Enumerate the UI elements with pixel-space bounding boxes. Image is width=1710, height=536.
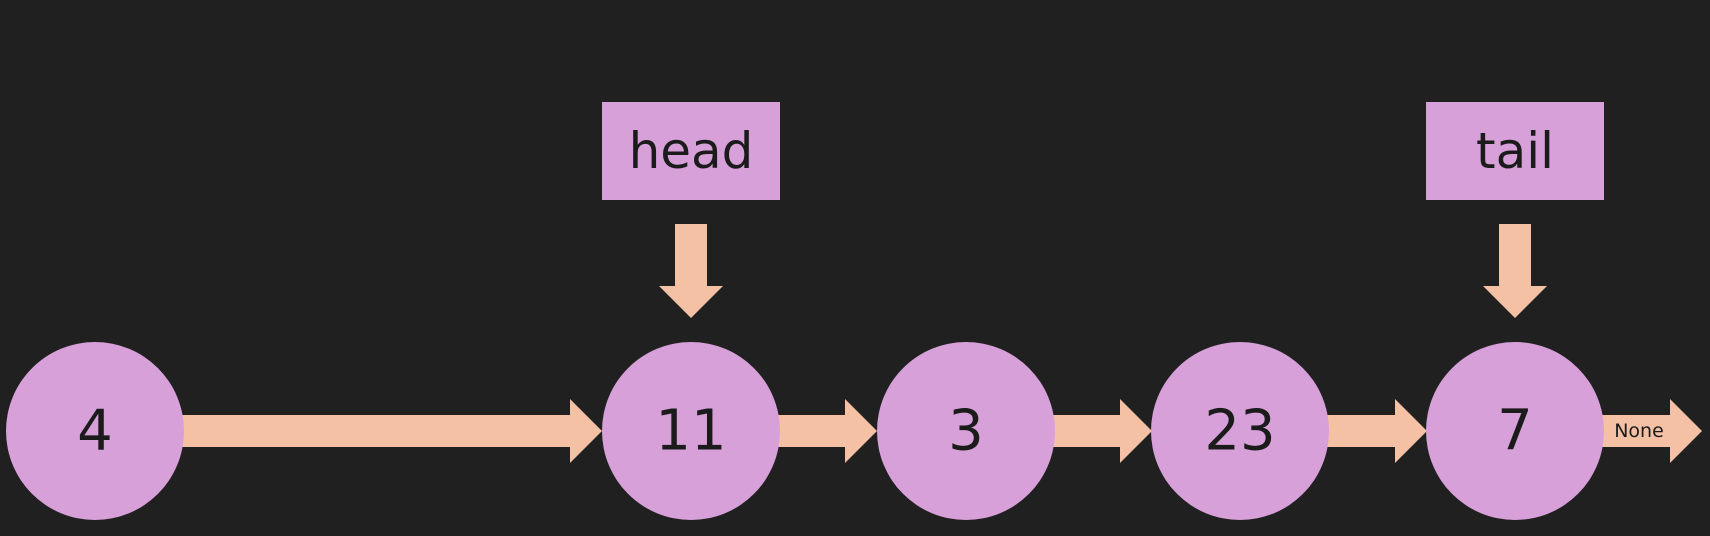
node-23: 23 [1151,342,1329,520]
head-pointer: head [602,102,780,200]
link-arrow-3-to-23 [1050,399,1152,463]
node-circle [877,342,1055,520]
none-arrow [1600,399,1702,463]
node-value: 11 [655,399,726,464]
node-circle [602,342,780,520]
node-11: 11 [602,342,780,520]
node-value: 4 [77,399,113,464]
link-arrow-23-to-7 [1325,399,1427,463]
tail-pointer: tail [1426,102,1604,200]
node-4: 4 [6,342,184,520]
node-7: 7 [1426,342,1604,520]
node-value: 3 [948,399,984,464]
tail-label: tail [1476,122,1554,180]
tail-pointer-arrow [1483,224,1547,318]
node-value: 7 [1497,399,1533,464]
link-arrow-11-to-3 [775,399,877,463]
head-pointer-arrow [659,224,723,318]
node-circle [1426,342,1604,520]
none-label: None [1614,420,1664,442]
node-circle [1151,342,1329,520]
tail-label-box [1426,102,1604,200]
head-label-box [602,102,780,200]
node-3: 3 [877,342,1055,520]
head-label: head [629,122,754,180]
node-circle [6,342,184,520]
link-arrow-4-to-11 [180,399,602,463]
node-value: 23 [1204,399,1275,464]
